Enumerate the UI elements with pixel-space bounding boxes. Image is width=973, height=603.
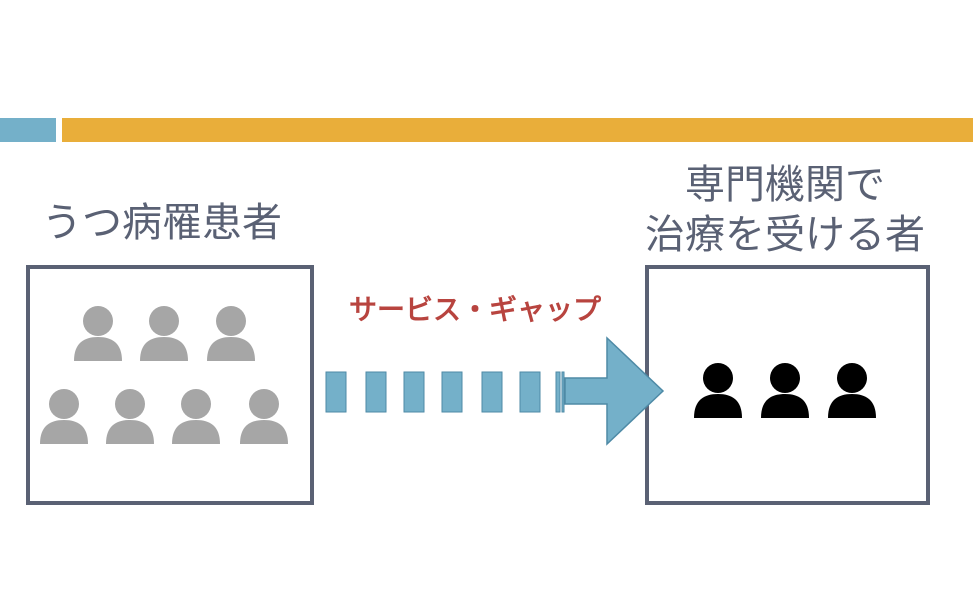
arrow-dash-block	[555, 371, 561, 413]
arrow-head	[564, 336, 665, 446]
service-gap-label: サービス・ギャップ	[348, 293, 601, 326]
black-person-icon	[759, 362, 811, 422]
black-person-icon	[692, 362, 744, 422]
left-group-label: うつ病罹患者	[42, 200, 282, 246]
gray-person-icon	[38, 388, 90, 448]
title-bar-accent	[0, 118, 56, 142]
arrow-dash-block	[481, 371, 503, 413]
black-person-icon	[826, 362, 878, 422]
arrow-right-icon	[325, 336, 665, 446]
title-bar	[62, 118, 973, 142]
gray-person-icon	[138, 305, 190, 365]
right-group-label-line2: 治療を受ける者	[645, 212, 925, 258]
left-group-box	[26, 265, 314, 505]
arrow-dash-block	[519, 371, 541, 413]
arrow-dash-block	[403, 371, 425, 413]
right-group-label-line1: 専門機関で	[685, 162, 885, 208]
gray-person-icon	[205, 305, 257, 365]
gray-person-icon	[170, 388, 222, 448]
gray-person-icon	[238, 388, 290, 448]
gray-person-icon	[72, 305, 124, 365]
arrow-dash-block	[325, 371, 347, 413]
arrow-dash-block	[441, 371, 463, 413]
gray-person-icon	[104, 388, 156, 448]
arrow-dash-block	[561, 371, 565, 413]
arrow-dash-block	[365, 371, 387, 413]
